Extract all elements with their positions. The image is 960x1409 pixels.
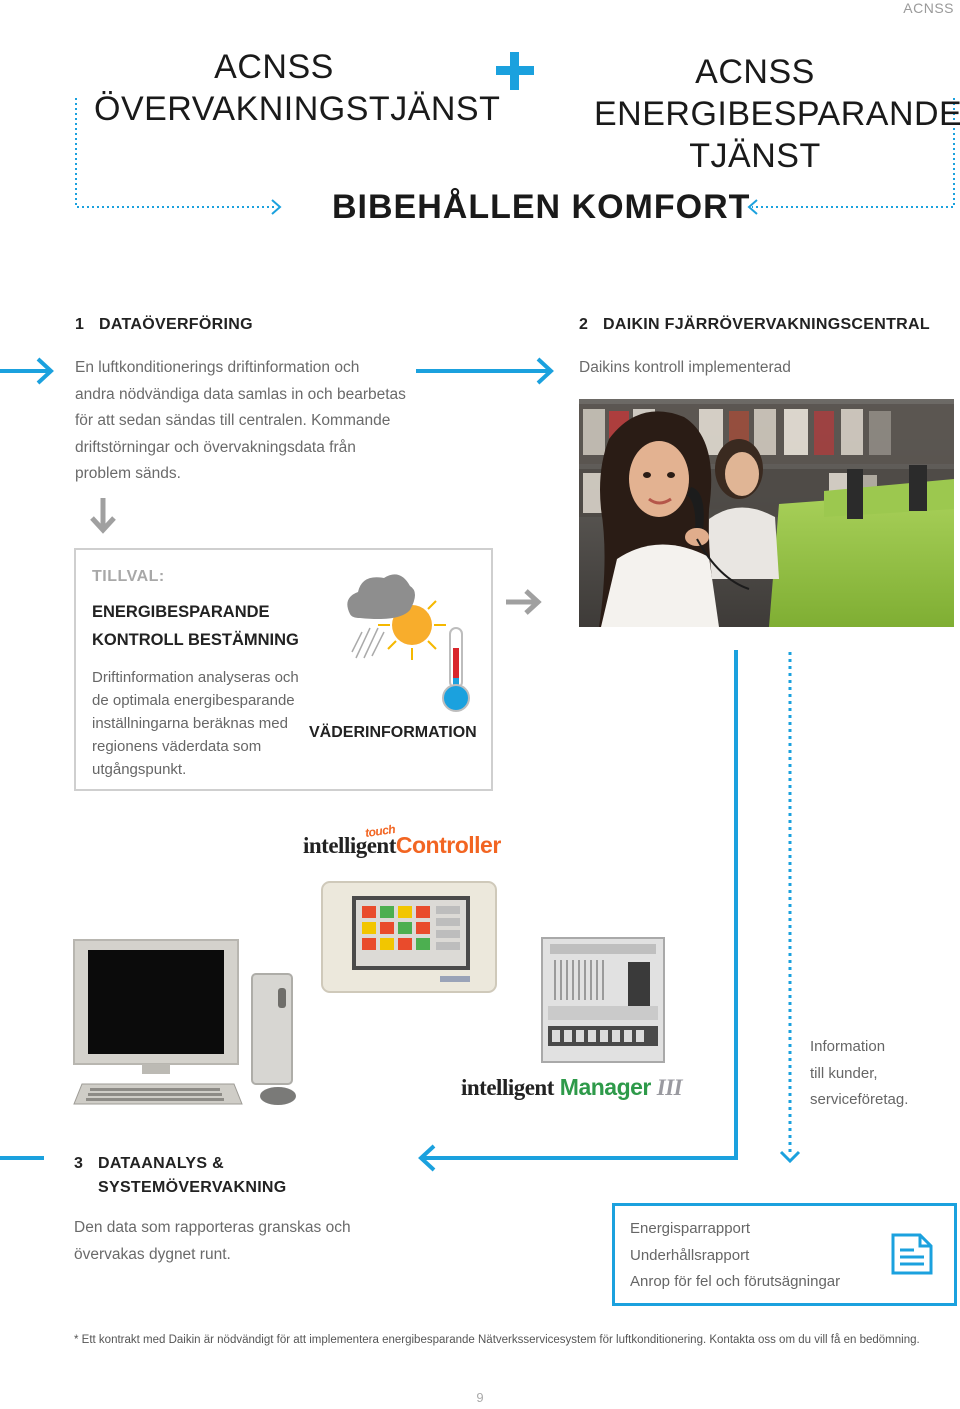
info-text: Information till kunder, serviceföretag. bbox=[810, 1034, 908, 1114]
section3-line: övervakas dygnet runt. bbox=[74, 1245, 231, 1263]
logo-manager-suffix: Manager bbox=[559, 1074, 652, 1100]
energy-service-title: ACNSS ENERGIBESPARANDE TJÄNST bbox=[594, 51, 960, 177]
title-right-line3: TJÄNST bbox=[689, 137, 821, 175]
title-right-line1: ACNSS bbox=[695, 53, 815, 91]
logo-controller-suffix: Controller bbox=[395, 832, 501, 858]
touch-controller-device bbox=[321, 881, 497, 993]
option-heading-line2: KONTROLL BESTÄMNING bbox=[92, 631, 299, 649]
section3-title-line2: SYSTEMÖVERVAKNING bbox=[98, 1179, 287, 1196]
section1-heading: 1 DATAÖVERFÖRING bbox=[75, 316, 253, 334]
logo-manager-numeral: III bbox=[656, 1075, 683, 1100]
option-heading: ENERGIBESPARANDE KONTROLL BESTÄMNING bbox=[92, 598, 299, 654]
section1-text: En luftkonditionerings driftinformation … bbox=[75, 355, 406, 488]
intelligent-manager-logo: intelligent Manager III bbox=[461, 1074, 683, 1101]
option-line: utgångspunkt. bbox=[92, 761, 187, 778]
section1-number: 1 bbox=[75, 316, 85, 333]
report-item: Energisparrapport bbox=[630, 1220, 751, 1237]
call-center-photo bbox=[579, 399, 954, 627]
section1-line: för att sedan sändas till centralen. Kom… bbox=[75, 412, 391, 429]
option-line: inställningarna beräknas med bbox=[92, 715, 288, 732]
weather-label: VÄDERINFORMATION bbox=[309, 724, 477, 741]
reports-box bbox=[612, 1203, 957, 1306]
option-line: regionens väderdata som bbox=[92, 738, 262, 755]
section3-text: Den data som rapporteras granskas och öv… bbox=[74, 1215, 351, 1268]
option-box bbox=[74, 548, 493, 791]
comfort-title: BIBEHÅLLEN KOMFORT bbox=[332, 188, 751, 226]
info-line: serviceföretag. bbox=[810, 1091, 909, 1108]
header-tag: ACNSS bbox=[903, 0, 954, 16]
logo-manager-main: intelligent bbox=[461, 1075, 554, 1100]
section1-line: andra nödvändiga data samlas in och bear… bbox=[75, 385, 406, 403]
report-item: Underhållsrapport bbox=[630, 1246, 750, 1264]
section3-number: 3 bbox=[74, 1155, 84, 1172]
section1-line: problem sänds. bbox=[75, 465, 181, 482]
weather-icon bbox=[347, 574, 470, 712]
section2-number: 2 bbox=[579, 316, 589, 333]
page-number: 9 bbox=[476, 1390, 484, 1405]
monitoring-service-title: ACNSS ÖVERVAKNINGSTJÄNST bbox=[94, 46, 501, 130]
footnote: * Ett kontrakt med Daikin är nödvändigt … bbox=[74, 1334, 920, 1346]
desktop-computer bbox=[73, 939, 296, 1105]
logo-controller-main: intelligent bbox=[303, 833, 396, 858]
section1-line: En luftkonditionerings driftinformation … bbox=[75, 359, 360, 376]
intelligent-touch-controller-logo: intelligentController touch bbox=[303, 822, 501, 859]
section1-title: DATAÖVERFÖRING bbox=[99, 316, 253, 333]
title-left-line1: ACNSS bbox=[214, 48, 334, 86]
info-line: till kunder, bbox=[810, 1064, 878, 1082]
title-right-line2: ENERGIBESPARANDE bbox=[594, 95, 960, 133]
option-tag: TILLVAL: bbox=[92, 568, 165, 585]
section1-line: driftstörningar och övervakningsdata frå… bbox=[75, 438, 356, 456]
title-left-line2: ÖVERVAKNINGSTJÄNST bbox=[94, 90, 501, 128]
section2-title: DAIKIN FJÄRRÖVERVAKNINGSCENTRAL bbox=[603, 316, 930, 333]
section2-subtitle: Daikins kontroll implementerad bbox=[579, 359, 791, 376]
document-icon bbox=[891, 1233, 933, 1275]
section3-title-line1: DATAANALYS & bbox=[98, 1155, 224, 1172]
reports-list: Energisparrapport Underhållsrapport Anro… bbox=[630, 1216, 840, 1296]
option-text: Driftinformation analyseras och de optim… bbox=[92, 666, 307, 781]
report-item: Anrop för fel och förutsägningar bbox=[630, 1273, 841, 1290]
info-line: Information bbox=[810, 1038, 886, 1055]
section3-line: Den data som rapporteras granskas och bbox=[74, 1219, 351, 1236]
section3-heading: 3 DATAANALYS & SYSTEMÖVERVAKNING bbox=[74, 1152, 287, 1200]
section2-heading: 2 DAIKIN FJÄRRÖVERVAKNINGSCENTRAL bbox=[579, 316, 930, 334]
option-heading-line1: ENERGIBESPARANDE bbox=[92, 603, 270, 621]
option-line: de optimala energibesparande bbox=[92, 692, 295, 709]
option-line: Driftinformation analyseras och bbox=[92, 669, 299, 686]
intelligent-manager-device bbox=[541, 937, 665, 1063]
